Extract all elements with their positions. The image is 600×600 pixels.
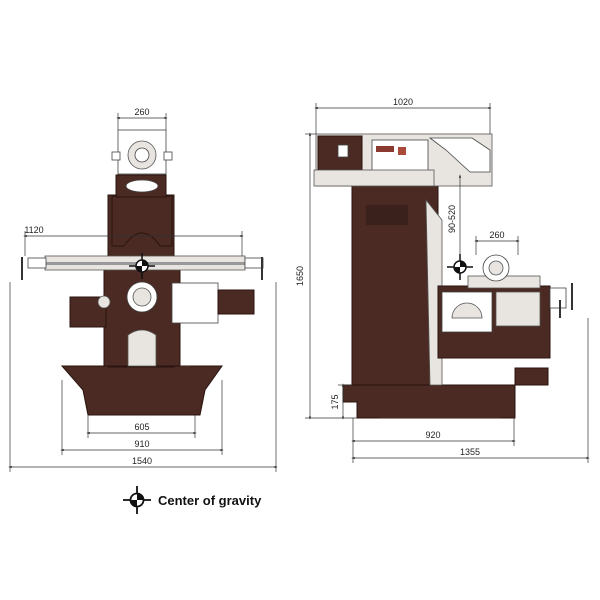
front-base <box>60 365 223 416</box>
side-head-housing <box>371 139 429 173</box>
side-spindle-head <box>428 137 491 173</box>
dim-base-605: 605 <box>134 422 149 432</box>
legend-label: Center of gravity <box>158 493 262 508</box>
dim-overall-width: 1540 <box>132 456 152 466</box>
front-dimensions: 260 1120 605 910 1540 <box>8 107 278 472</box>
dim-head-length: 1020 <box>393 97 413 107</box>
dim-base-910: 910 <box>134 439 149 449</box>
dim-base-920: 920 <box>425 430 440 440</box>
dim-base-height: 175 <box>330 394 340 409</box>
front-right-handwheel <box>244 257 264 269</box>
side-view <box>313 133 573 419</box>
front-base-top <box>110 366 190 376</box>
front-control-box <box>171 282 219 324</box>
front-view <box>21 129 264 416</box>
front-knee-slot <box>127 329 157 367</box>
legend: Center of gravity <box>123 486 262 514</box>
front-left-motor <box>69 296 107 328</box>
front-right-motor <box>217 289 255 315</box>
dim-overall-depth: 1355 <box>460 447 480 457</box>
dim-head-width: 260 <box>134 107 149 117</box>
front-center-of-gravity-icon <box>129 253 155 279</box>
dim-height: 1650 <box>295 266 305 286</box>
dim-table-width: 260 <box>489 230 504 240</box>
side-dimensions: 1020 1650 90-520 260 175 920 1355 <box>295 97 590 463</box>
front-left-handwheel <box>27 257 47 269</box>
side-center-of-gravity-icon <box>447 254 473 280</box>
front-ram <box>111 195 173 247</box>
center-of-gravity-icon <box>123 486 151 514</box>
dim-table-length: 1120 <box>24 225 43 235</box>
dim-vertical-travel: 90-520 <box>447 205 457 233</box>
